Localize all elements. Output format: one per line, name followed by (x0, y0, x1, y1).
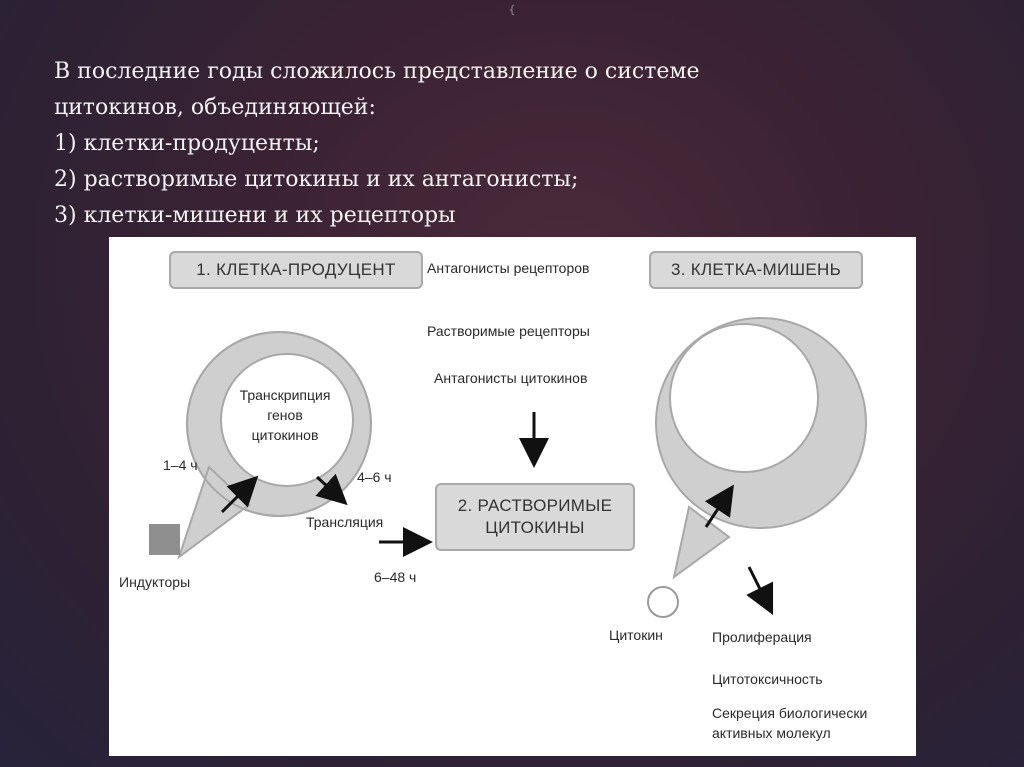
producer-cell (177, 331, 372, 560)
heading-line-4: 2) растворимые цитокины и их антагонисты… (54, 167, 579, 192)
cytokine-circle (647, 586, 679, 618)
diagram-drawing (177, 317, 867, 616)
soluble-receptors-label: Растворимые рецепторы (427, 323, 590, 339)
soluble-cytokines-box: 2. РАСТВОРИМЫЕ ЦИТОКИНЫ (435, 483, 635, 551)
slide-heading: В последние годы сложилось представление… (54, 54, 954, 234)
inducer-square (149, 524, 180, 555)
arrow-receptor-in (704, 484, 734, 528)
arrow-inducer-in (220, 475, 259, 514)
target-cell (655, 317, 867, 580)
transcription-label: Транскрипция генов цитокинов (225, 385, 345, 445)
arrow-transcription-out (315, 473, 348, 506)
translation-label: Трансляция (306, 514, 384, 530)
heading-line-3: 1) клетки-продуценты; (54, 131, 320, 156)
cytokine-system-diagram: 1. КЛЕТКА-ПРОДУЦЕНТ 3. КЛЕТКА-МИШЕНЬ 2. … (109, 237, 916, 756)
cytokine-label: Цитокин (609, 627, 663, 643)
target-cell-box: 3. КЛЕТКА-МИШЕНЬ (649, 251, 863, 289)
time-1-4-label: 1–4 ч (163, 457, 198, 473)
producer-cell-box: 1. КЛЕТКА-ПРОДУЦЕНТ (169, 251, 423, 289)
time-4-6-label: 4–6 ч (357, 469, 392, 485)
receptor-antagonists-label: Антагонисты рецепторов (427, 260, 590, 276)
transcription-line-2: генов (267, 407, 303, 423)
cytotoxicity-label: Цитотоксичность (712, 671, 823, 687)
heading-line-5: 3) клетки-мишени и их рецепторы (54, 203, 456, 228)
secretion-label: Секреция биологически активных молекул (712, 703, 914, 743)
inducers-label: Индукторы (119, 574, 191, 590)
heading-line-1: В последние годы сложилось представление… (54, 59, 700, 84)
arrow-response-out (746, 566, 774, 616)
secretion-line-2: активных молекул (712, 725, 831, 741)
cytokine-antagonists-label: Антагонисты цитокинов (434, 370, 588, 386)
soluble-box-line-1: 2. РАСТВОРИМЫЕ (457, 496, 613, 515)
transcription-line-3: цитокинов (251, 427, 319, 443)
secretion-line-1: Секреция биологически (712, 705, 868, 721)
transcription-line-1: Транскрипция (239, 387, 331, 403)
soluble-box-line-2: ЦИТОКИНЫ (485, 518, 585, 537)
heading-line-2: цитокинов, объединяющей: (54, 95, 376, 120)
time-6-48-label: 6–48 ч (374, 569, 417, 585)
proliferation-label: Пролиферация (712, 629, 812, 645)
slide-corner-mark: { (508, 3, 516, 16)
